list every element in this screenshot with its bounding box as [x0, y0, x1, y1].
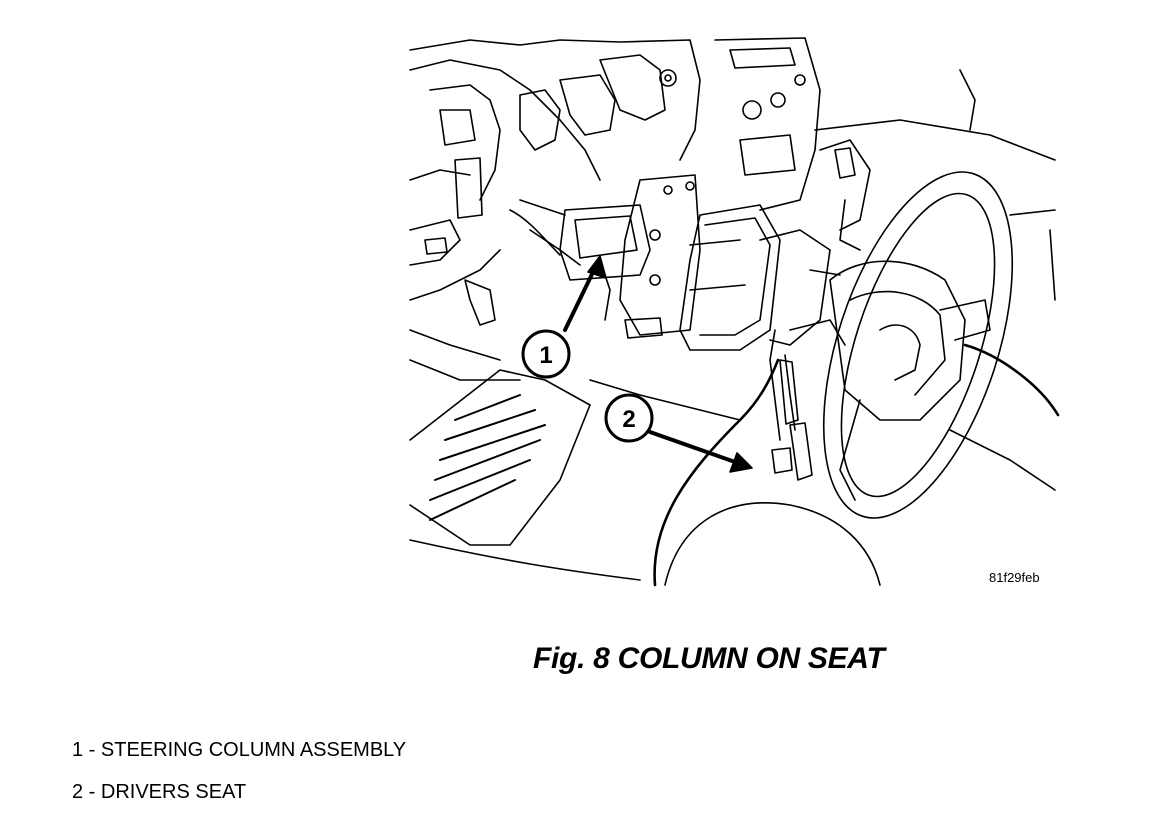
steering-wheel-line-art: [789, 171, 1014, 519]
callout-1: 1: [521, 255, 607, 379]
callout-2: 2: [604, 393, 753, 473]
seat-connector-line-art: [769, 329, 813, 481]
figure-caption: Fig. 8 COLUMN ON SEAT: [533, 642, 885, 675]
dashboard-line-art: [409, 39, 701, 361]
drivers-seat-line-art: [653, 343, 1060, 587]
legend-item-2: 2 - DRIVERS SEAT: [72, 781, 247, 803]
steering-column-line-art: [509, 174, 831, 351]
callout-2-number: 2: [622, 406, 635, 433]
center-console-line-art: [714, 37, 1056, 301]
legend: 1 - STEERING COLUMN ASSEMBLY 2 - DRIVERS…: [72, 738, 406, 822]
figure-code: 81f29feb: [989, 570, 1040, 585]
callout-1-number: 1: [539, 342, 552, 369]
floor-pedal-line-art: [409, 359, 741, 581]
legend-item-1: 1 - STEERING COLUMN ASSEMBLY: [72, 739, 407, 761]
column-on-seat-illustration: 1 2: [409, 37, 1060, 587]
